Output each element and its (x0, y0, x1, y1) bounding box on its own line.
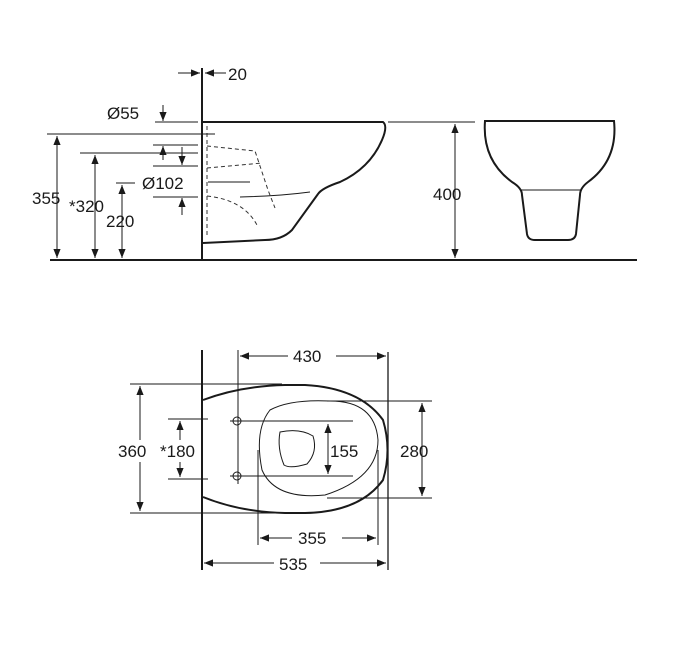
dim-length-bowl: 430 (293, 347, 321, 366)
dim-length-total: 535 (279, 555, 307, 574)
dim-wall-offset: 20 (228, 65, 247, 84)
dim-outlet-diameter: Ø102 (142, 174, 184, 193)
side-view: 20 Ø55 355 *320 220 Ø102 400 (32, 65, 637, 261)
inlet-hidden-line (206, 145, 276, 209)
bowl-front-outline (483, 120, 616, 241)
bowl-side-outline (202, 121, 387, 244)
dim-bolt-spacing: *180 (160, 442, 195, 461)
dim-height-outlet: 220 (106, 212, 134, 231)
dim-seat-length: 355 (298, 529, 326, 548)
plan-view: 430 360 *180 155 280 355 535 (118, 347, 432, 574)
bowl-opening (278, 430, 315, 468)
seat-outline (258, 400, 379, 497)
trap-hidden-line (206, 162, 263, 169)
water-line (239, 191, 311, 198)
dim-drain-diameter: Ø55 (107, 104, 139, 123)
dim-rim-height: 400 (433, 185, 461, 204)
outlet-hidden-line (206, 195, 259, 228)
dim-width-total: 360 (118, 442, 146, 461)
bowl-plan-outline (202, 384, 389, 514)
front-view (483, 120, 616, 241)
dim-height-inlet: *320 (69, 197, 104, 216)
dim-seat-width: 280 (400, 442, 428, 461)
dim-opening-width: 155 (330, 442, 358, 461)
dim-height-total: 355 (32, 189, 60, 208)
